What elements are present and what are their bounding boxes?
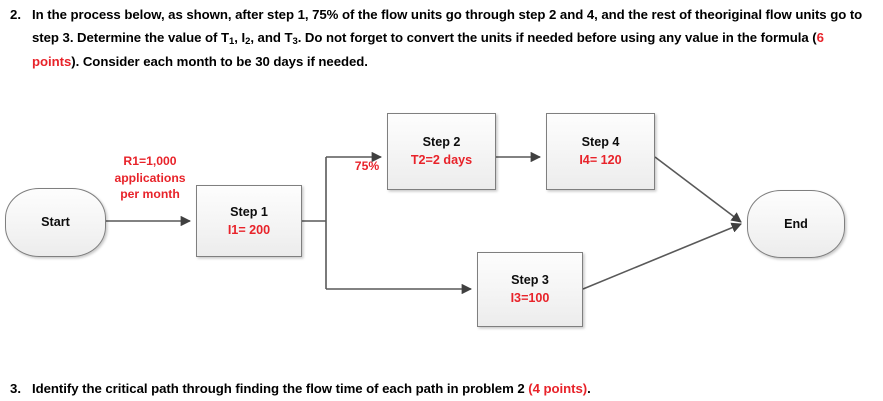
question-3-points: (4 points) — [528, 381, 588, 396]
question-2-subscript-T3: 3 — [292, 36, 298, 47]
question-2-segment-4: , and T — [250, 29, 293, 45]
connector-step3-to-end — [582, 222, 742, 290]
node-step4-title: Step 4 — [581, 135, 620, 149]
node-step1[interactable]: Step 1 I1= 200 — [196, 185, 302, 257]
question-3-number: 3. — [10, 381, 21, 396]
node-step1-metric: I1= 200 — [227, 222, 271, 237]
node-step4-metric: I4= 120 — [579, 153, 622, 167]
question-3-text: Identify the critical path through findi… — [32, 378, 591, 401]
node-step4[interactable]: Step 4 I4= 120 — [546, 113, 655, 190]
edge-label-split-percent: 75% — [354, 159, 380, 173]
node-start-title: Start — [41, 215, 70, 229]
diagram-connectors — [106, 151, 742, 295]
process-flow-diagram: Start Step 1 I1= 200 Step 2 T2=2 days St… — [0, 95, 883, 360]
question-3: 3. Identify the critical path through fi… — [6, 378, 868, 401]
question-2: 2. In the process below, as shown, after… — [6, 4, 868, 74]
edge-label-arrival-rate-line1: R1=1,000 — [123, 154, 177, 168]
edge-label-arrival-rate-line2: applications — [114, 170, 186, 185]
node-step1-title: Step 1 — [230, 204, 268, 219]
edge-label-arrival-rate: R1=1,000 applications per month — [103, 153, 197, 203]
question-2-segment-7: ). Consider each month to be 30 days if … — [71, 54, 368, 69]
question-3-segment-1: Identify the critical path through findi… — [32, 381, 529, 396]
node-step2[interactable]: Step 2 T2=2 days — [387, 113, 496, 190]
node-end-title: End — [784, 216, 808, 231]
question-2-segment-1: In the process below, as shown, after st… — [32, 7, 715, 22]
node-step2-title: Step 2 — [422, 135, 461, 149]
edge-label-arrival-rate-line3: per month — [120, 187, 180, 201]
node-step2-metric: T2=2 days — [410, 153, 473, 167]
question-2-segment-3: , I — [234, 29, 246, 45]
connector-step4-to-end — [654, 156, 742, 223]
node-start[interactable]: Start — [5, 188, 106, 257]
question-2-subscript-I2: 2 — [245, 36, 251, 47]
node-end[interactable]: End — [747, 190, 845, 258]
question-2-segment-2: original flow units go to step 3. Determ… — [32, 7, 863, 45]
question-2-subscript-T1: 1 — [229, 36, 235, 47]
question-2-points: 6 points — [32, 29, 824, 70]
question-2-text: In the process below, as shown, after st… — [32, 4, 868, 74]
node-step3-metric: I3=100 — [510, 291, 550, 305]
question-3-segment-2: . — [587, 381, 591, 396]
question-2-number: 2. — [10, 7, 21, 22]
question-2-segment-6: needed before using any value in the for… — [527, 29, 817, 45]
node-step3[interactable]: Step 3 I3=100 — [477, 252, 583, 327]
node-step3-title: Step 3 — [511, 273, 549, 287]
question-2-segment-5: . Do not forget to convert the units if — [297, 29, 524, 45]
